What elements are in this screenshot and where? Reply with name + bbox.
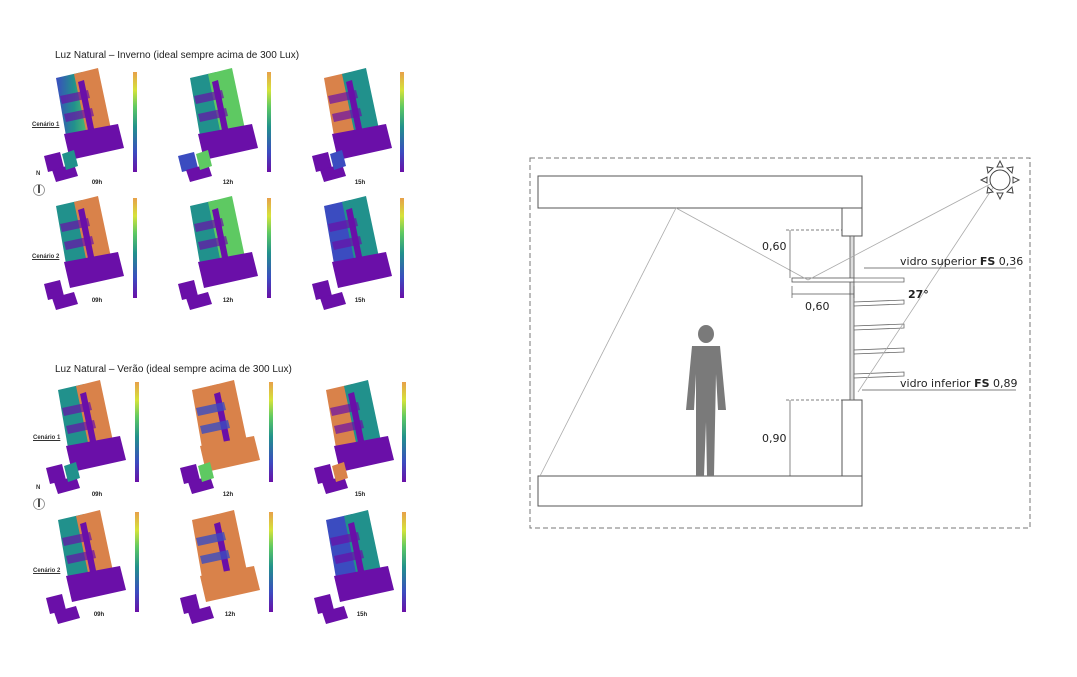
floor-plan-heatmap bbox=[178, 196, 258, 310]
time-label: 09h bbox=[91, 180, 103, 186]
floor-plan-heatmap bbox=[314, 510, 394, 624]
time-label: 09h bbox=[91, 492, 103, 498]
lux-legend-bar bbox=[135, 382, 139, 482]
north-arrow-icon bbox=[33, 498, 45, 510]
floor-plan-heatmap bbox=[314, 380, 394, 494]
lux-legend-bar bbox=[133, 72, 137, 172]
floor-plan-heatmap bbox=[44, 196, 124, 310]
time-label: 15h bbox=[354, 298, 366, 304]
light-shelf bbox=[791, 277, 855, 283]
wall-upper bbox=[841, 207, 863, 237]
time-label: 15h bbox=[354, 180, 366, 186]
dim-top-depth-label: 0,60 bbox=[805, 300, 830, 313]
winter-scenario-2-label: Cenário 2 bbox=[32, 254, 60, 260]
floor-plan-heatmap bbox=[178, 68, 258, 182]
upper-glass-label: vidro superior FS 0,36 bbox=[900, 255, 1023, 268]
dimension-lines bbox=[786, 229, 1016, 476]
time-label: 09h bbox=[93, 612, 105, 618]
lux-legend-bar bbox=[267, 198, 271, 298]
ceiling-slab bbox=[537, 175, 863, 209]
floor-plan-heatmap bbox=[44, 68, 124, 182]
summer-scenario-1-label: Cenário 1 bbox=[33, 435, 61, 441]
lux-legend-bar bbox=[402, 512, 406, 612]
time-label: 15h bbox=[354, 492, 366, 498]
reflected-ray bbox=[675, 207, 809, 281]
winter-title: Luz Natural – Inverno (ideal sempre acim… bbox=[55, 50, 300, 61]
lux-legend-bar bbox=[133, 198, 137, 298]
lower-glass-label: vidro inferior FS 0,89 bbox=[900, 377, 1018, 390]
lux-legend-bar bbox=[269, 512, 273, 612]
external-louvres bbox=[853, 277, 905, 379]
time-label: 15h bbox=[356, 612, 368, 618]
wall-lower bbox=[841, 399, 863, 477]
lux-legend-bar bbox=[400, 72, 404, 172]
floor-plan-heatmap bbox=[312, 68, 392, 182]
lux-legend-bar bbox=[269, 382, 273, 482]
floor-plan-heatmap bbox=[180, 380, 260, 494]
lux-legend-bar bbox=[135, 512, 139, 612]
human-figure-icon bbox=[686, 325, 726, 476]
time-label: 12h bbox=[222, 492, 234, 498]
dim-sill-label: 0,90 bbox=[762, 432, 787, 445]
floor-plan-heatmap bbox=[180, 510, 260, 624]
sun-ray bbox=[807, 179, 999, 281]
window-glass bbox=[849, 235, 855, 401]
floor-plan-heatmap bbox=[312, 196, 392, 310]
reflected-ray bbox=[539, 207, 677, 477]
time-label: 12h bbox=[224, 612, 236, 618]
time-label: 12h bbox=[222, 180, 234, 186]
diagram-frame bbox=[529, 157, 1031, 529]
angle-label: 27° bbox=[908, 288, 929, 301]
lux-legend-bar bbox=[267, 72, 271, 172]
north-label: N bbox=[36, 485, 41, 491]
dim-top-height-label: 0,60 bbox=[762, 240, 787, 253]
sun-ray-lower bbox=[857, 179, 999, 393]
lux-legend-bar bbox=[400, 198, 404, 298]
building-section-diagram: 0,60 0,60 0,90 27° vidro superior FS 0,3… bbox=[529, 157, 1031, 529]
floor-slab bbox=[537, 475, 863, 507]
time-label: 12h bbox=[222, 298, 234, 304]
summer-title: Luz Natural – Verão (ideal sempre acima … bbox=[55, 364, 292, 375]
winter-scenario-1-label: Cenário 1 bbox=[32, 122, 60, 128]
summer-scenario-2-label: Cenário 2 bbox=[33, 568, 61, 574]
floor-plan-heatmap bbox=[46, 510, 126, 624]
north-arrow-icon bbox=[33, 184, 45, 196]
floor-plan-heatmap bbox=[46, 380, 126, 494]
lux-legend-bar bbox=[402, 382, 406, 482]
time-label: 09h bbox=[91, 298, 103, 304]
north-label: N bbox=[36, 171, 41, 177]
sun-icon bbox=[979, 159, 1021, 201]
